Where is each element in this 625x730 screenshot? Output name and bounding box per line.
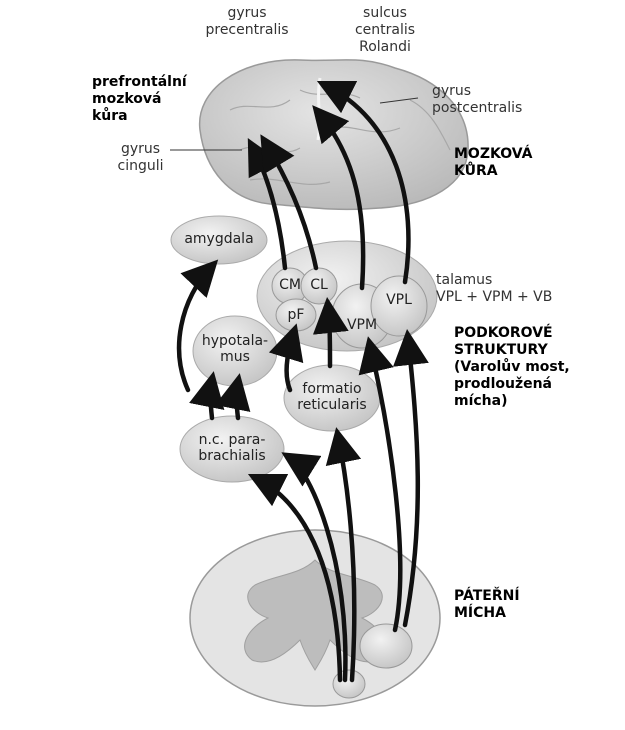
arrow-cl-cingulate bbox=[260, 134, 319, 271]
node-pf: pF bbox=[287, 307, 305, 323]
arrow-cord-vpl bbox=[393, 329, 429, 628]
label-cortex: MOZKOVÁ KŮRA bbox=[454, 146, 533, 179]
arrow-cord-formatio-2 bbox=[325, 427, 362, 683]
label-subcortical: PODKOROVÉ STRUKTURY (Varolův most, prodl… bbox=[454, 325, 570, 409]
label-prefrontal-cortex: prefrontální mozková kůra bbox=[92, 74, 187, 124]
label-spinal-cord: PÁTEŘNÍ MÍCHA bbox=[454, 588, 520, 621]
amygdala-ellipse bbox=[170, 215, 268, 265]
arrow-formatio-pf bbox=[268, 323, 304, 393]
arrow-vpl-cortex bbox=[316, 80, 411, 285]
arrow-hypo-amygdala bbox=[176, 259, 219, 393]
node-vpl: VPL bbox=[386, 292, 412, 308]
label-gyrus-postcentralis: gyrus postcentralis bbox=[432, 83, 523, 116]
parabrachialis-ellipse bbox=[179, 415, 285, 483]
node-amygdala: amygdala bbox=[184, 231, 254, 247]
label-thalamus: talamus VPL + VPM + VB bbox=[436, 272, 553, 305]
node-cl: CL bbox=[310, 277, 328, 293]
arrow-vpm-cortex bbox=[312, 105, 366, 291]
node-formatio: formatio reticularis bbox=[297, 381, 367, 413]
arrow-cord-parabrachialis bbox=[247, 473, 343, 683]
arrow-cm-cingulate bbox=[247, 138, 288, 271]
spinal-cord-section bbox=[189, 529, 441, 707]
label-sulcus-centralis: sulcus centralis Rolandi bbox=[354, 5, 416, 55]
node-hypothalamus: hypotala- mus bbox=[201, 333, 269, 365]
arrow-formatio-cl bbox=[312, 297, 349, 369]
node-parabrachialis: n.c. para- brachialis bbox=[198, 432, 266, 464]
arrow-parab-hypo-2 bbox=[215, 373, 251, 421]
arrow-cord-vpm bbox=[358, 336, 403, 633]
label-gyrus-precentralis: gyrus precentralis bbox=[205, 5, 289, 38]
node-vpm: VPM bbox=[346, 317, 378, 333]
pointer-postcentralis bbox=[379, 97, 419, 104]
arrow-cord-formatio bbox=[281, 452, 348, 683]
label-gyrus-cinguli: gyrus cinguli bbox=[117, 141, 164, 174]
node-cm: CM bbox=[279, 277, 301, 293]
arrow-parab-hypo-1 bbox=[189, 371, 225, 421]
